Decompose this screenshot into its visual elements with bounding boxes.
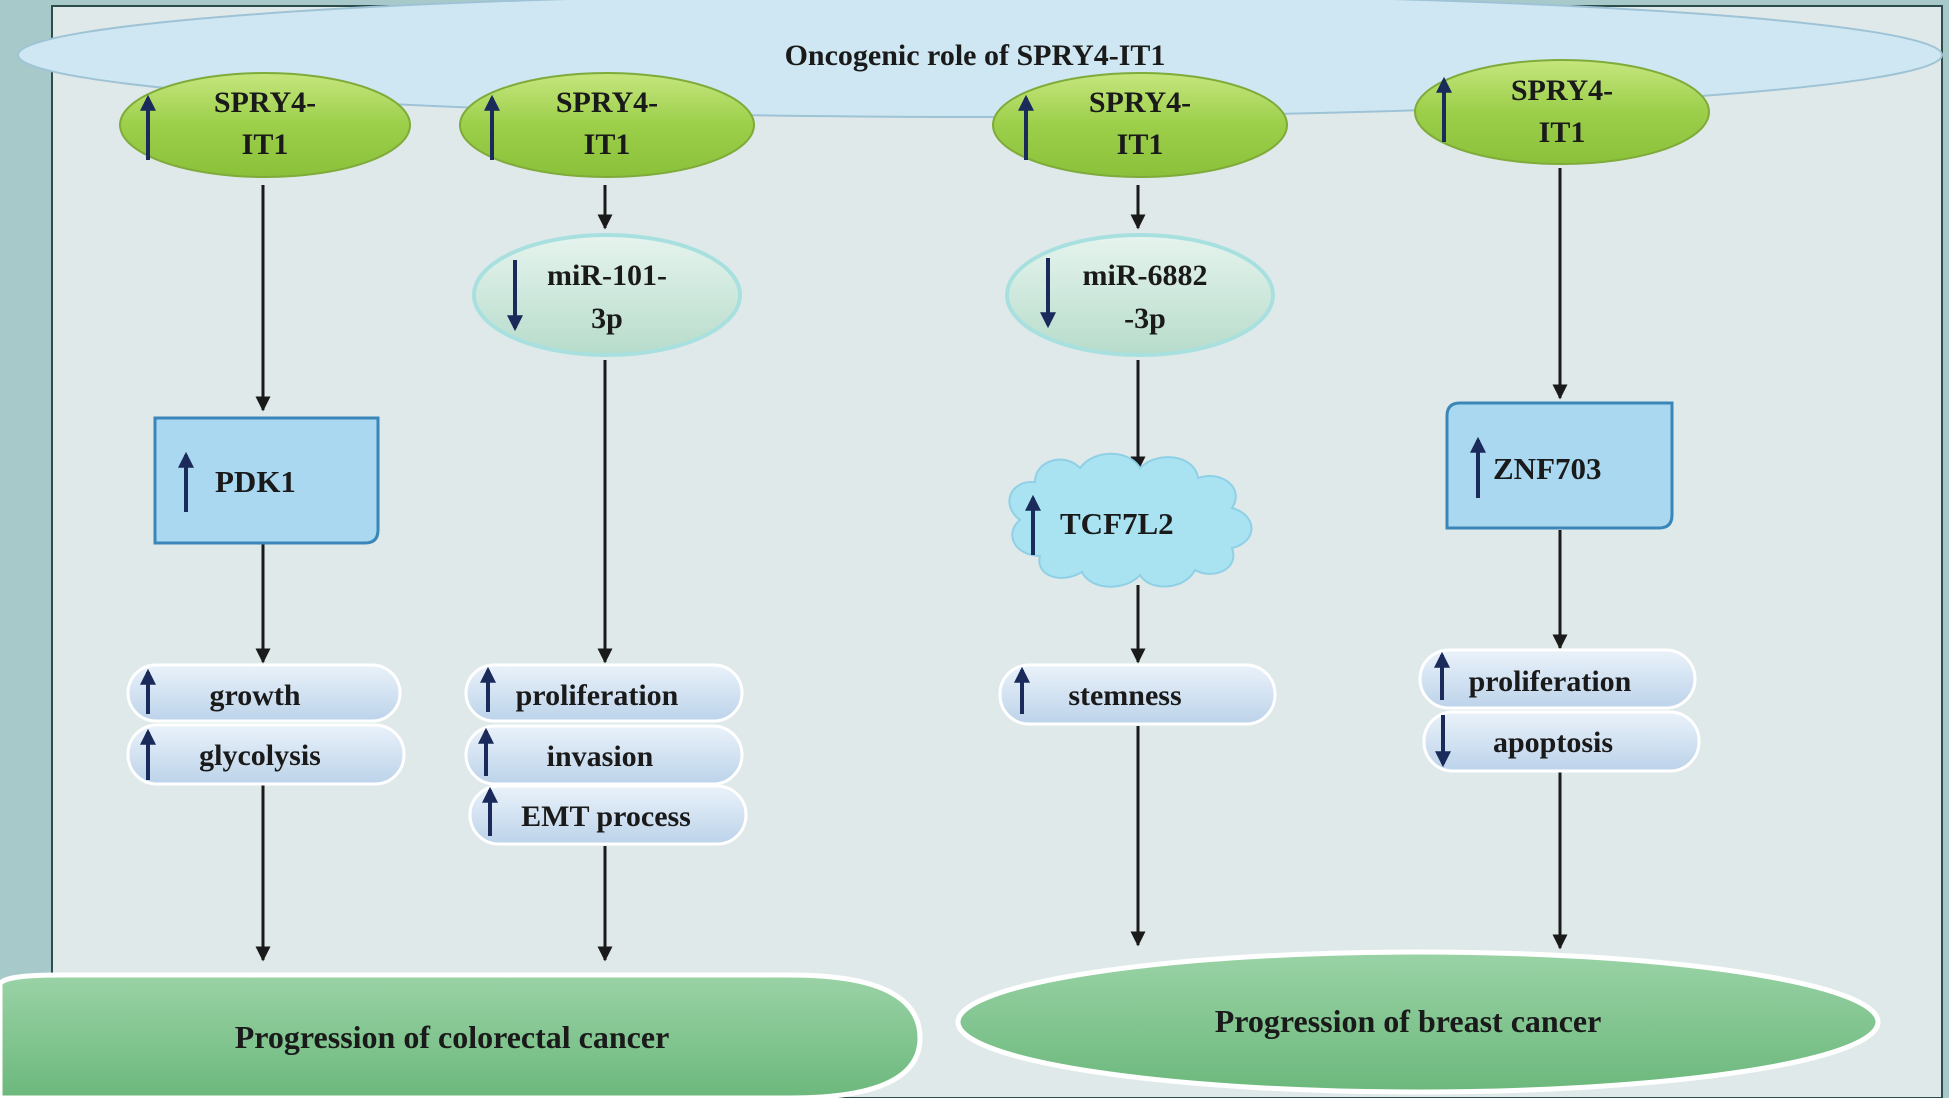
node-label-line1: SPRY4- xyxy=(214,86,316,119)
outcome-breast: Progression of breast cancer xyxy=(955,949,1881,1095)
effect-invasion: invasion xyxy=(464,724,744,786)
node-spry4-it1-col1: SPRY4- IT1 xyxy=(119,72,411,178)
effect-label: stemness xyxy=(1068,679,1181,712)
column-2: SPRY4- IT1 miR-101- 3p proliferation inv… xyxy=(459,72,755,846)
node-label-line1: miR-101- xyxy=(547,259,667,292)
node-label-line1: SPRY4- xyxy=(1089,86,1191,119)
node-label-line1: SPRY4- xyxy=(1511,74,1613,107)
effect-proliferation: proliferation xyxy=(464,663,744,723)
column-4: SPRY4- IT1 ZNF703 proliferation apoptosi… xyxy=(1414,59,1710,773)
effect-label: EMT process xyxy=(521,800,691,833)
node-tcf7l2: TCF7L2 xyxy=(1008,452,1253,588)
diagram-title: Oncogenic role of SPRY4-IT1 xyxy=(785,39,1166,72)
effect-label: invasion xyxy=(547,740,654,773)
node-label-line1: SPRY4- xyxy=(556,86,658,119)
node-label-line2: IT1 xyxy=(584,128,631,161)
diagram-panel xyxy=(51,5,1943,1098)
outcome-label: Progression of breast cancer xyxy=(1215,1003,1602,1039)
node-label: ZNF703 xyxy=(1493,451,1602,486)
node-mir-6882-3p: miR-6882 -3p xyxy=(1005,233,1275,357)
effect-label: proliferation xyxy=(516,679,679,712)
column-3: SPRY4- IT1 miR-6882 -3p TCF7L2 stemness xyxy=(992,72,1288,726)
effect-glycolysis: glycolysis xyxy=(126,723,406,786)
node-label: TCF7L2 xyxy=(1060,506,1174,541)
column-1: SPRY4- IT1 PDK1 growth glycolysis xyxy=(119,72,411,786)
node-spry4-it1-col4: SPRY4- IT1 xyxy=(1414,59,1710,165)
effect-emt-process: EMT process xyxy=(468,784,748,846)
arrows xyxy=(255,168,1568,962)
node-mir-101-3p: miR-101- 3p xyxy=(472,233,742,357)
effect-label: glycolysis xyxy=(199,739,321,772)
effect-label: apoptosis xyxy=(1493,726,1613,759)
node-spry4-it1-col3: SPRY4- IT1 xyxy=(992,72,1288,178)
node-label-line2: 3p xyxy=(591,302,623,335)
node-label-line2: -3p xyxy=(1124,302,1166,335)
node-label: PDK1 xyxy=(215,464,296,499)
node-spry4-it1-col2: SPRY4- IT1 xyxy=(459,72,755,178)
node-label-line1: miR-6882 xyxy=(1083,259,1208,292)
node-label-line2: IT1 xyxy=(1117,128,1164,161)
effect-label: growth xyxy=(209,679,300,712)
node-znf703: ZNF703 xyxy=(1445,401,1674,530)
effect-growth: growth xyxy=(126,663,402,723)
node-pdk1: PDK1 xyxy=(153,416,380,545)
node-label-line2: IT1 xyxy=(1539,116,1586,149)
effect-proliferation-bc: proliferation xyxy=(1418,648,1697,710)
effect-stemness: stemness xyxy=(998,663,1277,726)
outcome-label: Progression of colorectal cancer xyxy=(235,1019,670,1055)
effect-apoptosis: apoptosis xyxy=(1422,710,1701,773)
node-label-line2: IT1 xyxy=(242,128,289,161)
effect-label: proliferation xyxy=(1469,665,1632,698)
outcome-colorectal: Progression of colorectal cancer xyxy=(0,972,923,1098)
